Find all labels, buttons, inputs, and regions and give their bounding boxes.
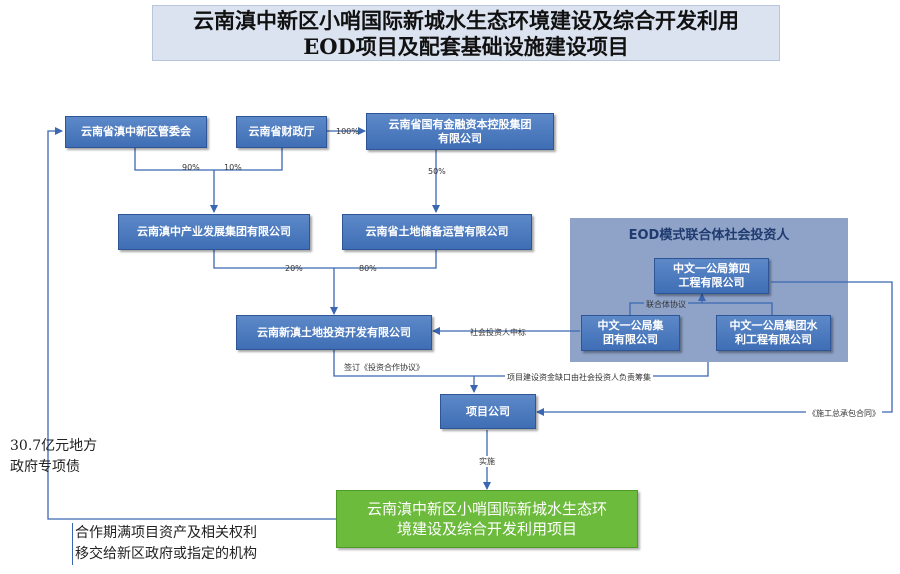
edge-epc <box>536 281 893 416</box>
label-pct-20: 20% <box>285 264 303 273</box>
label-pct-90: 90% <box>182 163 200 172</box>
label-pct-80: 80% <box>359 264 377 273</box>
label-pct-50: 50% <box>428 167 446 176</box>
node-guokong: 云南省国有金融资本控股集团 有限公司 <box>366 113 554 150</box>
node-zhongwen-group: 中文一公局集 团有限公司 <box>581 315 680 351</box>
label-funding-gap: 项目建设资金缺口由社会投资人负责筹集 <box>505 372 653 383</box>
node-guanweihui: 云南省滇中新区管委会 <box>65 116 207 148</box>
node-zhongwen-4: 中文一公局第四 工程有限公司 <box>654 258 769 294</box>
label-pct-10: 10% <box>224 163 242 172</box>
node-xindian: 云南新滇土地投资开发有限公司 <box>236 315 432 350</box>
node-caizhengting: 云南省财政厅 <box>236 116 327 148</box>
consortium-panel-title: EOD模式联合体社会投资人 <box>628 228 790 243</box>
label-implement: 实施 <box>477 456 497 467</box>
edge-caizheng-chanye <box>214 148 283 171</box>
edge-tudi-xindian <box>334 250 437 269</box>
label-sign-agreement: 签订《投资合作协议》 <box>344 363 424 372</box>
note-transfer: 合作期满项目资产及相关权利 移交给新区政府或指定的机构 <box>72 523 257 565</box>
edge-transfer-loop <box>47 127 336 520</box>
label-winning-bid: 社会投资人中标 <box>470 328 526 337</box>
title-line-2: EOD项目及配套基础设施建设项目 <box>303 34 629 59</box>
note-bond: 30.7亿元地方 政府专项债 <box>10 438 98 475</box>
node-zhongwen-water: 中文一公局集团水 利工程有限公司 <box>716 315 831 351</box>
edge-consortium-right <box>702 302 773 315</box>
node-tudi-chubei: 云南省土地储备运营有限公司 <box>342 214 532 250</box>
edge-xindian-xiangmu <box>333 350 478 393</box>
node-chanye: 云南滇中产业发展集团有限公司 <box>118 214 310 250</box>
edge-guanweihui-chanye <box>134 148 214 171</box>
label-pct-100: 100% <box>336 127 359 136</box>
page-title: 云南滇中新区小哨国际新城水生态环境建设及综合开发利用 EOD项目及配套基础设施建… <box>152 5 780 61</box>
edge-chanye-xindian <box>213 250 334 269</box>
node-xiangmu: 项目公司 <box>440 394 536 429</box>
label-epc-contract: 《施工总承包合同》 <box>806 408 882 419</box>
label-consortium-agreement: 联合体协议 <box>644 299 688 310</box>
node-final-project: 云南滇中新区小哨国际新城水生态环 境建设及综合开发利用项目 <box>336 490 638 548</box>
title-line-1: 云南滇中新区小哨国际新城水生态环境建设及综合开发利用 <box>193 8 739 33</box>
